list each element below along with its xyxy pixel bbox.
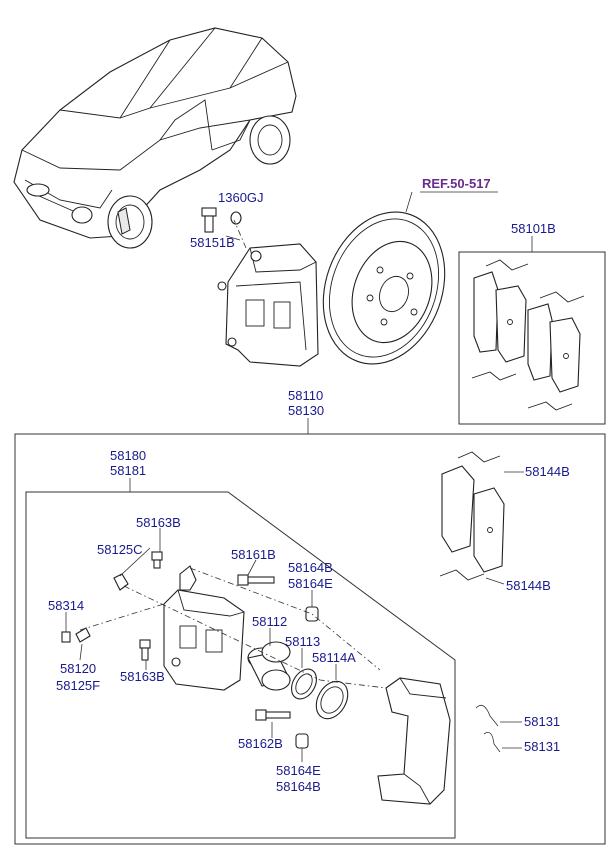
label-58162b: 58162B (238, 736, 283, 751)
label-58164b-top: 58164B (288, 560, 333, 575)
label-58131-bottom: 58131 (524, 739, 560, 754)
screw-58120 (75, 627, 91, 643)
label-58161b: 58161B (231, 547, 276, 562)
label-58114a: 58114A (312, 650, 356, 665)
label-58113: 58113 (285, 634, 320, 649)
washer-1360gj (230, 211, 242, 225)
label-58125c: 58125C (97, 542, 143, 557)
label-58144b-bottom: 58144B (506, 578, 551, 593)
label-58164b-bottom: 58164B (276, 779, 321, 794)
subassembly-label-58181: 58181 (110, 463, 146, 478)
caliper-assembly-top (217, 243, 319, 367)
label-58120: 58120 (60, 661, 96, 676)
label-58164e-bottom: 58164E (276, 763, 321, 778)
ref-label: REF.50-517 (422, 176, 491, 191)
axis-line-2 (189, 567, 381, 671)
label-58125f: 58125F (56, 678, 100, 693)
piston-58112 (247, 641, 291, 691)
wear-sensor-top (475, 704, 499, 727)
brake-disc (322, 211, 446, 365)
bleeder-58125c (113, 573, 129, 591)
guide-bolt-58161b (237, 574, 275, 586)
label-1360gj: 1360GJ (218, 190, 264, 205)
pad-set-58144b (439, 451, 505, 581)
assembly-label-58110: 58110 (288, 388, 323, 403)
label-58144b-top: 58144B (525, 464, 570, 479)
caliper-kit-box (14, 433, 606, 845)
carrier-bracket (377, 677, 451, 805)
wear-sensor-bottom (483, 731, 501, 753)
assembly-label-58130: 58130 (288, 403, 324, 418)
boot-58164e-bottom (295, 733, 309, 749)
axis-line-3 (79, 603, 165, 631)
caliper-subassembly-box (25, 491, 456, 839)
label-58314: 58314 (48, 598, 84, 613)
label-58112: 58112 (252, 614, 287, 629)
bolt-58163b-top (151, 551, 163, 569)
label-58164e-top: 58164E (288, 576, 333, 591)
label-58163b-top: 58163B (136, 515, 181, 530)
seal-58113 (291, 668, 317, 700)
boot-58164e-top (305, 606, 319, 622)
bolt-58151b (201, 207, 217, 233)
axis-line-1 (123, 585, 387, 689)
subassembly-label-58180: 58180 (110, 448, 146, 463)
bolt-58163b-bottom (139, 639, 151, 661)
label-58131-top: 58131 (524, 714, 560, 729)
axis-line-4 (233, 219, 247, 249)
pad-kit-label: 58101B (511, 221, 556, 236)
guide-bolt-58162b (255, 709, 291, 721)
vehicle-illustration (13, 27, 297, 249)
caliper-body (163, 565, 245, 691)
cap-58314 (61, 631, 71, 643)
label-58151b: 58151B (190, 235, 235, 250)
pad-set-top (471, 259, 585, 411)
label-58163b-bottom: 58163B (120, 669, 165, 684)
